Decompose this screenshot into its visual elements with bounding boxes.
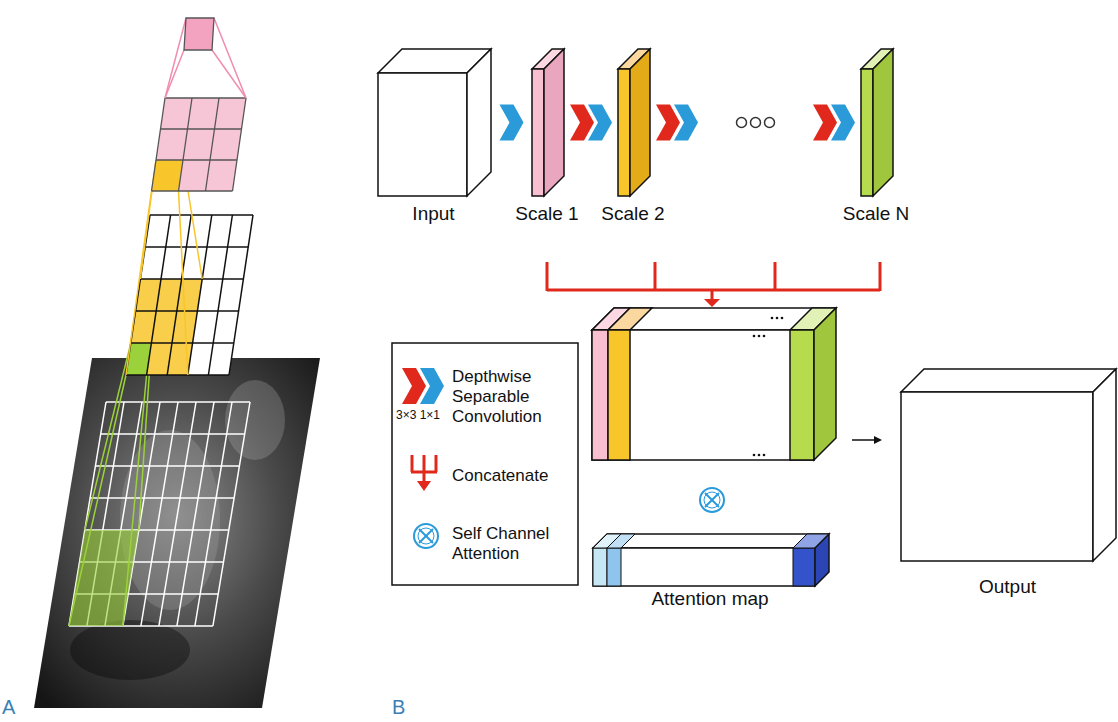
- legend-text: Self Channel Attention: [452, 524, 574, 564]
- panel-letter: A: [2, 696, 15, 719]
- block-label: Attention map: [651, 588, 768, 610]
- chevron: [674, 105, 698, 141]
- legend-text: Concatenate: [452, 466, 574, 486]
- input-block: Input: [377, 48, 490, 227]
- chevron: [831, 105, 855, 141]
- scale-block: Scale 1: [531, 48, 563, 227]
- block-label: Scale N: [843, 203, 910, 225]
- chevron: [570, 105, 594, 141]
- concatenate-bracket: [547, 262, 880, 300]
- block-label: Input: [412, 203, 454, 225]
- block-shape: [531, 48, 565, 197]
- legend-box: [392, 343, 578, 585]
- block-shape: [617, 48, 651, 197]
- block-label: Scale 1: [515, 203, 578, 225]
- convolution-arrow: [656, 105, 855, 141]
- chevron: [656, 105, 680, 141]
- block-label: Output: [979, 576, 1036, 598]
- attention-map-block: Attention map: [592, 533, 828, 612]
- chevron: [813, 105, 837, 141]
- block-label: Scale 2: [601, 203, 664, 225]
- scale-block: Scale N: [860, 48, 892, 227]
- block-shape: [900, 368, 1117, 562]
- legend-text: Depthwise Separable Convolution: [452, 367, 574, 427]
- scale-block: Scale 2: [617, 48, 649, 227]
- panel-letter: B: [392, 696, 405, 719]
- output-block: Output: [900, 368, 1115, 600]
- kernel-size-note: 3×3 1×1: [396, 408, 440, 422]
- block-shape: [592, 533, 830, 587]
- block-shape: [377, 48, 492, 197]
- convolution-arrow: [570, 105, 612, 141]
- attention-symbol: [700, 488, 724, 512]
- block-shape: [860, 48, 894, 197]
- concatenated-block: [592, 308, 836, 460]
- convolution-arrow: [500, 105, 524, 141]
- chevron: [588, 105, 612, 141]
- chevron: [500, 105, 524, 141]
